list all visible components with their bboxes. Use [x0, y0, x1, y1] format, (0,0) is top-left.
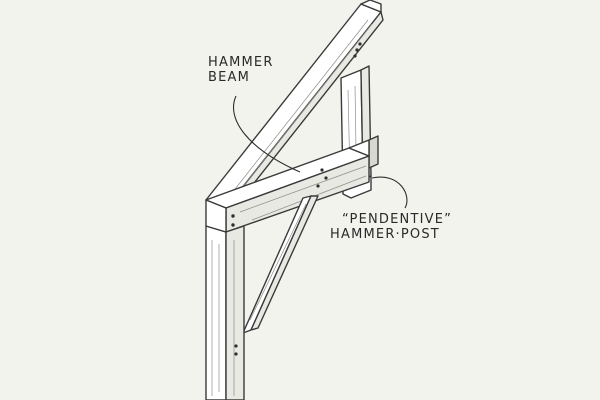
- principal-rafter: [205, 0, 384, 217]
- pendentive-hammer-post-label: “PENDENTIVE” HAMMER·POST: [330, 212, 452, 242]
- hammer-beam-leader: [232, 95, 301, 173]
- hammer-beam: [205, 139, 370, 233]
- hammer-post-leader: [371, 176, 408, 209]
- pendentive-label-line1: “PENDENTIVE”: [342, 212, 453, 227]
- hammer-beam-label-line1: HAMMER: [208, 55, 274, 70]
- hammer-beam-label: HAMMER BEAM: [208, 55, 274, 85]
- hammer-beam-label-line2: BEAM: [208, 70, 251, 85]
- pendentive-label-line2: HAMMER·POST: [330, 227, 440, 242]
- wall-post: [205, 199, 245, 400]
- brace: [242, 195, 319, 334]
